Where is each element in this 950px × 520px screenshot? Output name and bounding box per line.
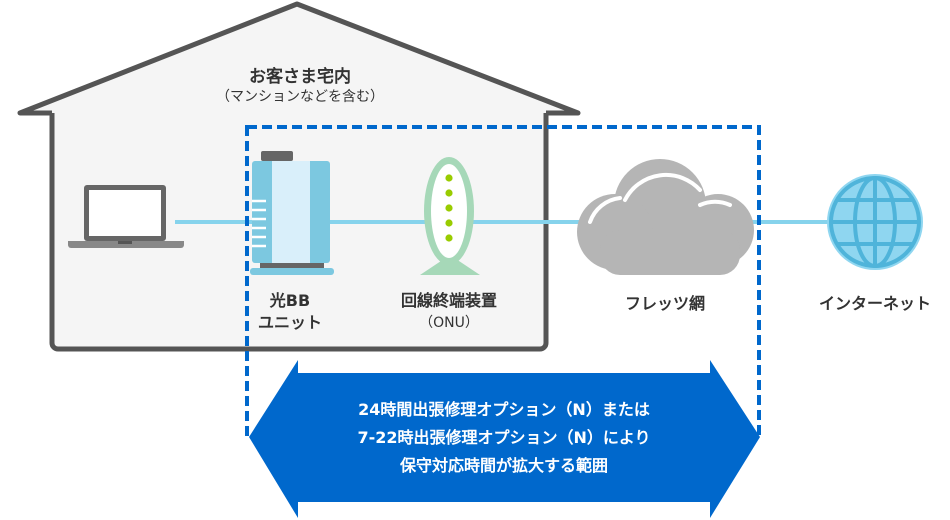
house-subtitle: （マンションなどを含む）: [216, 89, 384, 105]
cloud-icon: [577, 159, 754, 275]
coverage-arrow: [249, 360, 760, 518]
coverage-area-dashed-box: [245, 125, 761, 439]
hikari-bb-unit-icon: [250, 151, 334, 275]
onu-icon: [420, 157, 480, 275]
hikari-bb-label: 光BB ユニット: [240, 290, 340, 334]
onu-sub: （ONU）: [419, 315, 479, 331]
coverage-description: 24時間出張修理オプション（N）または 7-22時出張修理オプション（N）により…: [298, 396, 710, 480]
coverage-line-1: 24時間出張修理オプション（N）または: [358, 400, 650, 419]
onu-name: 回線終端装置: [400, 291, 497, 310]
coverage-line-2: 7-22時出張修理オプション（N）により: [357, 428, 651, 447]
hikari-bb-line2: ユニット: [257, 313, 322, 332]
hikari-bb-line1: 光BB: [269, 291, 311, 310]
onu-label: 回線終端装置 （ONU）: [379, 290, 519, 334]
flets-label: フレッツ網: [624, 294, 705, 313]
house-title: お客さま宅内: [249, 67, 351, 87]
laptop-icon: [68, 185, 184, 248]
internet-label: インターネット: [818, 294, 931, 313]
globe-icon: [827, 174, 923, 270]
coverage-line-3: 保守対応時間が拡大する範囲: [399, 456, 608, 475]
